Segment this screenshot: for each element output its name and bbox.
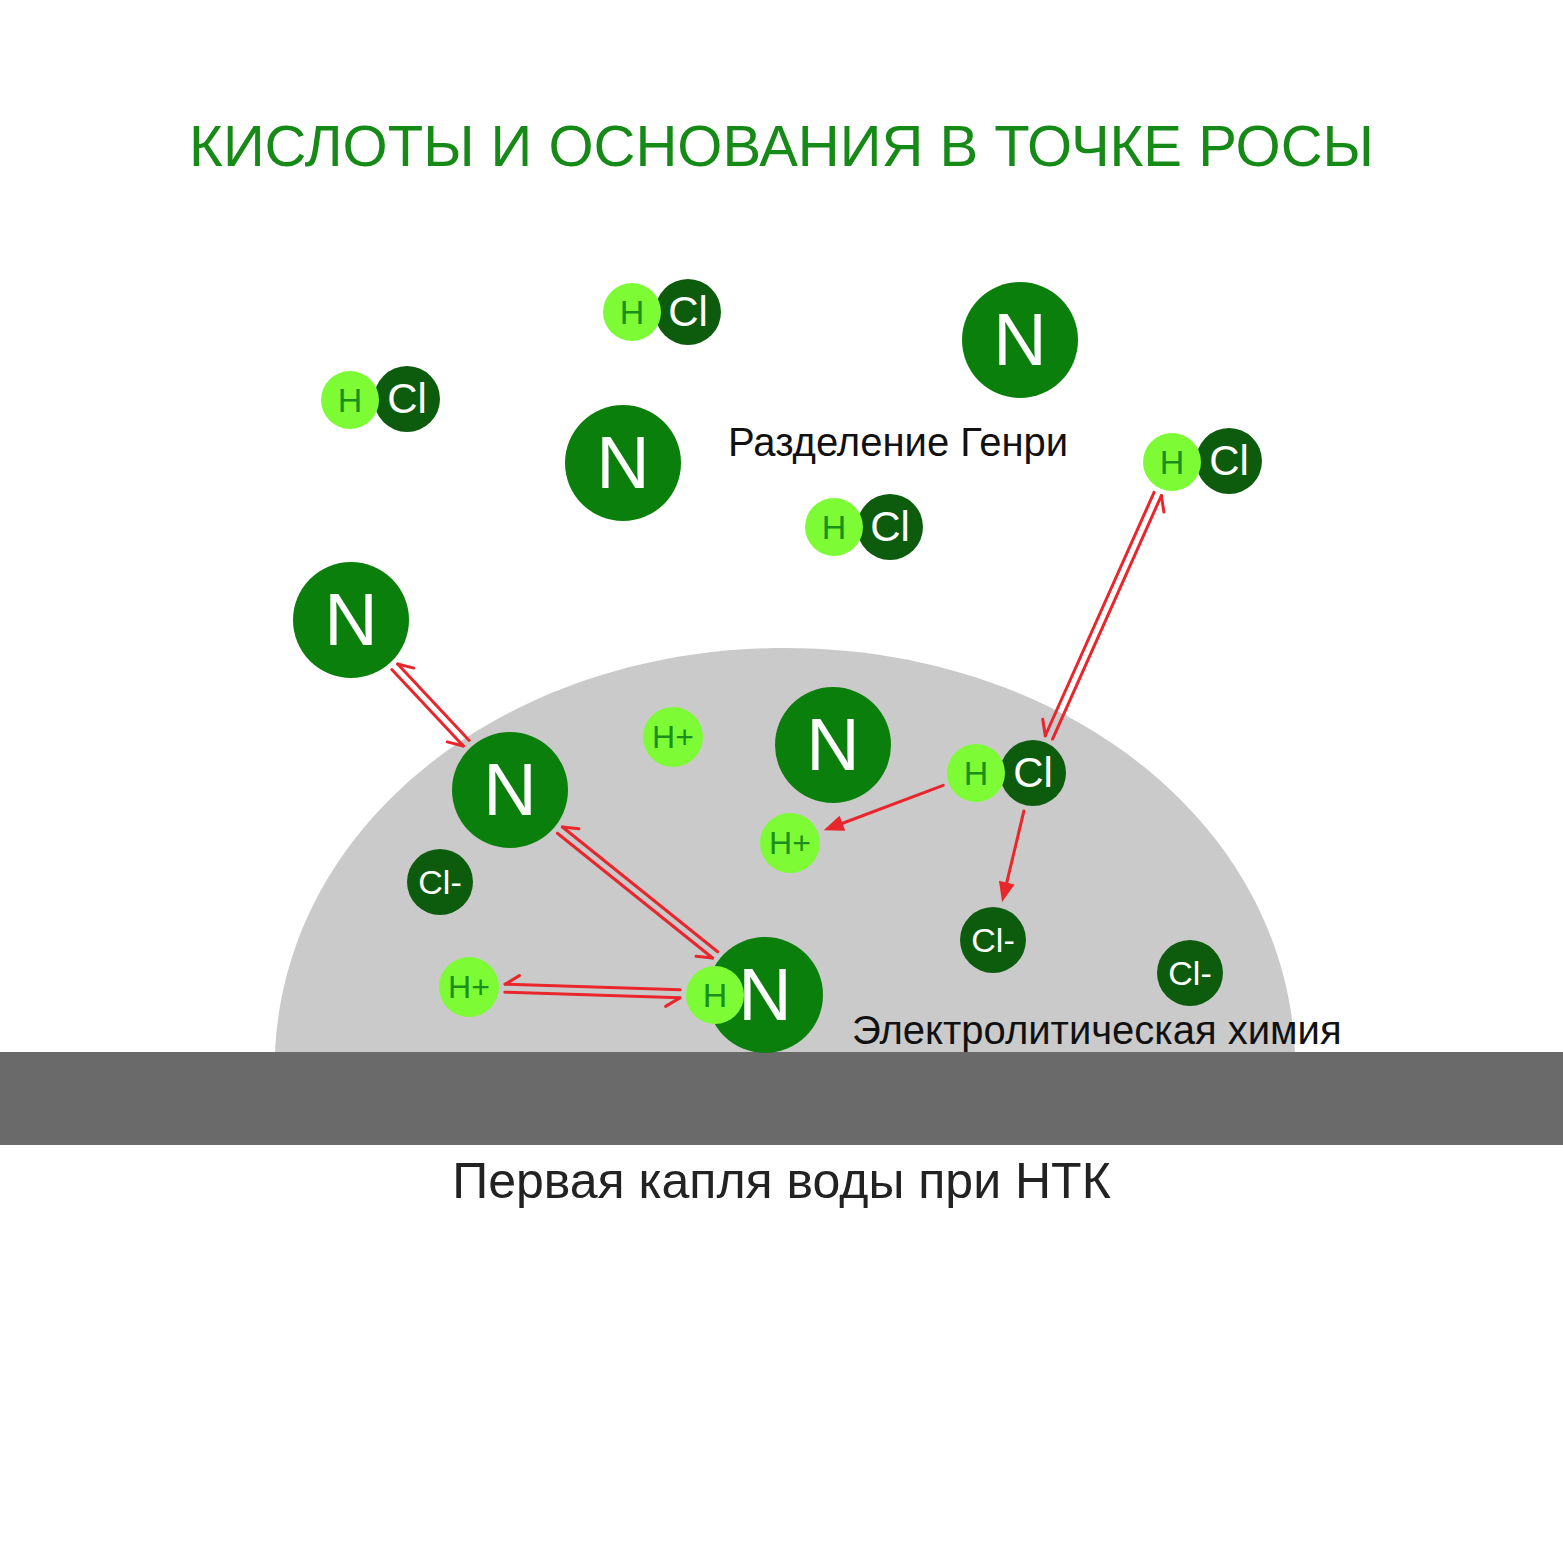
connector-stroke	[1053, 496, 1162, 739]
chloride-ion: Cl-	[407, 849, 473, 915]
water-droplet	[275, 648, 1295, 1053]
node-text: Cl	[1209, 440, 1249, 482]
node-text: N	[806, 708, 859, 782]
node-text: H	[338, 383, 363, 417]
connector-stroke	[1161, 496, 1164, 512]
equilibrium-arrow	[392, 664, 469, 746]
base-molecule: N	[293, 562, 409, 678]
connector-stroke	[398, 664, 414, 668]
diagram-caption: Первая капля воды при НТК	[0, 1152, 1563, 1210]
chlorine-atom: Cl	[655, 279, 721, 345]
connector-stroke	[557, 833, 712, 958]
node-text: N	[483, 753, 536, 827]
diagram-title: КИСЛОТЫ И ОСНОВАНИЯ В ТОЧКЕ РОСЫ	[0, 112, 1563, 179]
node-text: Cl	[870, 506, 910, 548]
base-molecule: N	[962, 282, 1078, 398]
node-text: H	[822, 510, 847, 544]
hydrogen-atom: H	[947, 744, 1005, 802]
node-text: N	[738, 958, 791, 1032]
reaction-arrow	[999, 811, 1024, 902]
arrow-head	[999, 881, 1015, 902]
chloride-ion: Cl-	[1157, 940, 1223, 1006]
node-text: N	[324, 583, 377, 657]
chlorine-atom: Cl	[1000, 740, 1066, 806]
equilibrium-arrow	[1043, 492, 1164, 739]
node-text: H	[1160, 445, 1185, 479]
proton-ion: H+	[643, 707, 703, 767]
node-text: Cl	[387, 378, 427, 420]
arrow-head	[824, 816, 846, 831]
base-molecule: N	[452, 732, 568, 848]
chloride-ion: Cl-	[960, 907, 1026, 973]
node-text: H	[964, 756, 989, 790]
chlorine-atom: Cl	[374, 366, 440, 432]
base-molecule: N	[565, 405, 681, 521]
node-text: H	[703, 978, 728, 1012]
connector-stroke	[696, 956, 713, 958]
annotation-label: Электролитическая химия	[852, 1008, 1342, 1053]
node-text: Cl	[1013, 752, 1053, 794]
base-molecule: N	[775, 687, 891, 803]
hydrogen-atom: H	[321, 371, 379, 429]
node-text: H+	[652, 721, 694, 753]
proton-ion: H+	[439, 957, 499, 1017]
hydrogen-atom: H	[1143, 433, 1201, 491]
connector-stroke	[562, 827, 579, 829]
hydrogen-atom: H	[805, 498, 863, 556]
hydrogen-atom: H	[686, 966, 744, 1024]
node-text: H	[620, 295, 645, 329]
connector-stroke	[666, 998, 680, 1007]
node-text: N	[993, 303, 1046, 377]
connector-stroke	[392, 669, 464, 746]
connector-stroke	[1043, 719, 1046, 735]
connector-stroke	[447, 742, 463, 746]
equilibrium-arrow	[557, 827, 717, 958]
proton-ion: H+	[760, 813, 820, 873]
hydrogen-atom: H	[603, 283, 661, 341]
connector-stroke	[505, 992, 680, 998]
chlorine-atom: Cl	[1196, 428, 1262, 494]
node-text: H+	[769, 827, 811, 859]
connector-stroke	[1006, 811, 1024, 885]
node-text: Cl-	[971, 923, 1014, 957]
connector-stroke	[398, 664, 470, 741]
equilibrium-arrow	[505, 976, 680, 1007]
node-text: H+	[448, 971, 490, 1003]
node-text: Cl	[668, 291, 708, 333]
node-text: Cl-	[418, 865, 461, 899]
connector-stroke	[505, 976, 519, 985]
chlorine-atom: Cl	[857, 494, 923, 560]
connector-stroke	[1045, 492, 1154, 735]
node-text: Cl-	[1168, 956, 1211, 990]
cold-surface	[0, 1052, 1563, 1145]
connector-stroke	[562, 827, 717, 952]
connector-stroke	[505, 984, 680, 990]
node-text: N	[596, 426, 649, 500]
annotation-label: Разделение Генри	[728, 420, 1068, 465]
